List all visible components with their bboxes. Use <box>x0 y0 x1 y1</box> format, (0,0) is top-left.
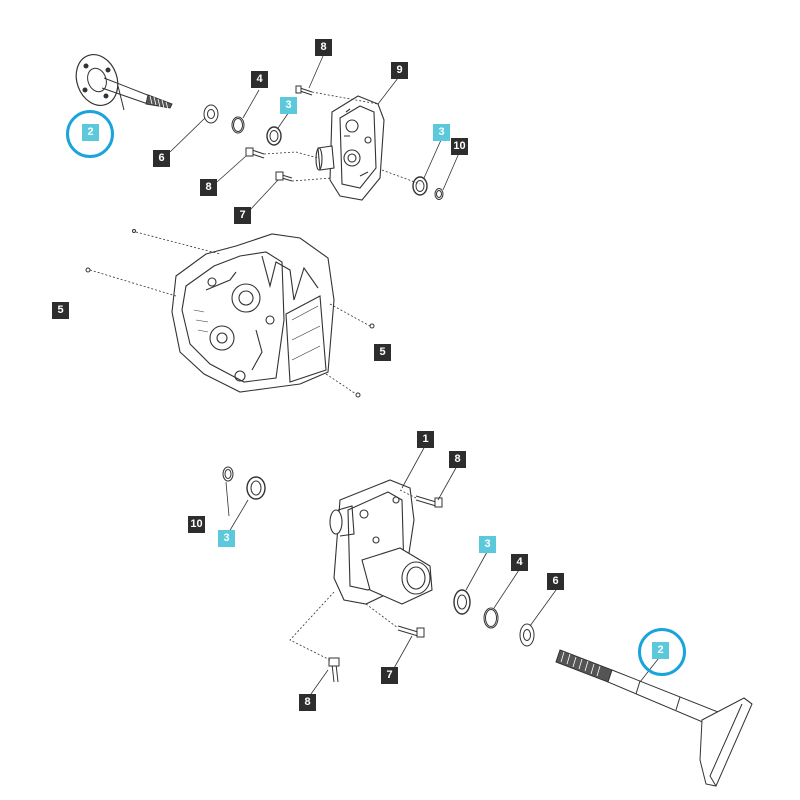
o-ring-top-right <box>434 188 444 200</box>
snap-ring-bottom <box>483 607 499 629</box>
bolt-8-bottom-b <box>328 657 340 683</box>
oil-seal-bottom-left <box>246 476 266 500</box>
assembly-lines-top <box>263 91 421 185</box>
callout-5-right[interactable]: 5 <box>374 344 391 361</box>
callout-4-bottom[interactable]: 4 <box>511 554 528 571</box>
cover-housing-1 <box>329 479 433 605</box>
assembly-lines-bottom <box>289 489 417 661</box>
assembly-lines-middle <box>89 231 371 395</box>
callout-2-top[interactable]: 2 <box>82 124 99 141</box>
callout-3-top-right[interactable]: 3 <box>433 124 450 141</box>
callout-7-bottom[interactable]: 7 <box>381 667 398 684</box>
callout-9[interactable]: 9 <box>391 62 408 79</box>
bolt-8-top-b <box>245 147 265 159</box>
gearbox-case <box>171 233 335 393</box>
callout-6-bottom[interactable]: 6 <box>547 573 564 590</box>
callout-1[interactable]: 1 <box>417 431 434 448</box>
callout-10-bottom[interactable]: 10 <box>188 516 205 533</box>
bolt-8-top-a <box>295 85 313 96</box>
cover-housing-9 <box>315 95 385 201</box>
oil-seal-top-right <box>412 176 428 196</box>
oil-seal-bottom-right <box>453 589 471 615</box>
flange-shaft-bottom <box>555 649 753 787</box>
leader-lines <box>169 55 663 695</box>
bolt-8-bottom-a <box>415 495 443 508</box>
callout-8-bottom-a[interactable]: 8 <box>449 451 466 468</box>
oil-seal-top <box>266 126 282 146</box>
callout-8-bottom-b[interactable]: 8 <box>299 694 316 711</box>
thrust-washer-top <box>203 104 219 124</box>
callout-3-bottom-right[interactable]: 3 <box>479 536 496 553</box>
bolt-7-top <box>275 171 293 182</box>
callout-8-top-b[interactable]: 8 <box>200 179 217 196</box>
callout-4-top[interactable]: 4 <box>251 71 268 88</box>
callout-2-bottom[interactable]: 2 <box>652 642 669 659</box>
bolt-7-bottom <box>397 625 425 638</box>
callout-3-bottom-left[interactable]: 3 <box>218 530 235 547</box>
thrust-washer-bottom <box>519 623 535 647</box>
snap-ring-top <box>231 116 245 134</box>
callout-10-top[interactable]: 10 <box>451 138 468 155</box>
flange-shaft-top <box>75 54 173 111</box>
highlight-ring-top <box>66 110 114 158</box>
callout-6-top[interactable]: 6 <box>153 150 170 167</box>
o-ring-bottom-left <box>222 466 234 482</box>
callout-3-top[interactable]: 3 <box>280 97 297 114</box>
callout-7-top[interactable]: 7 <box>234 207 251 224</box>
callout-8-top-a[interactable]: 8 <box>315 39 332 56</box>
highlight-ring-bottom <box>638 628 686 676</box>
callout-5-left[interactable]: 5 <box>52 302 69 319</box>
